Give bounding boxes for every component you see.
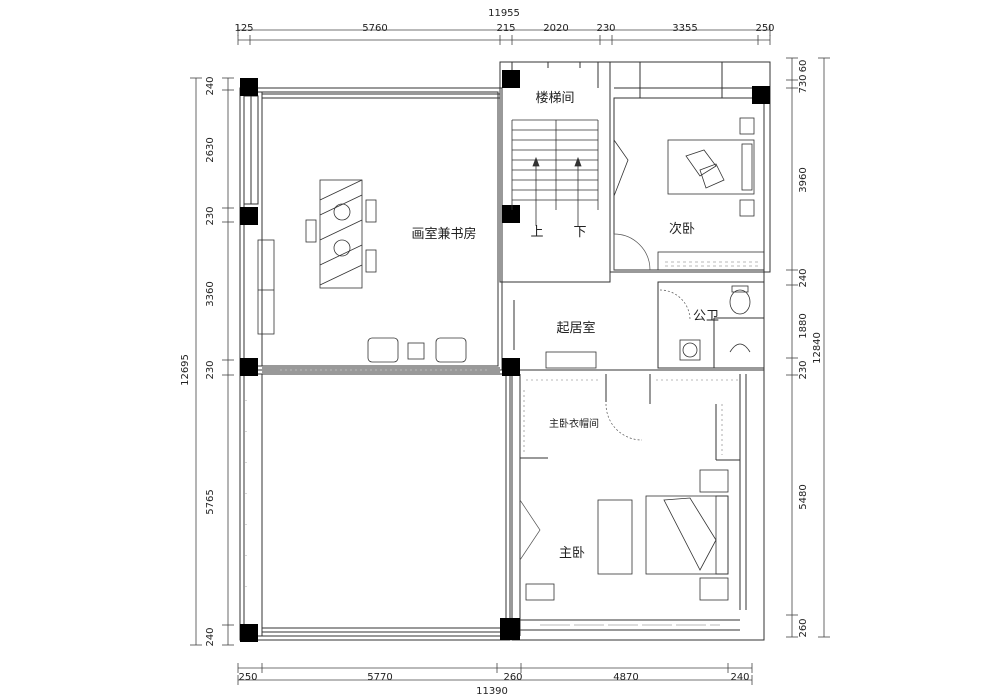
dim-bottom-2: 5770 [367,672,392,683]
dim-left-4: 3360 [205,281,216,306]
second-bedroom-bed [667,117,755,217]
dim-right-8: 260 [798,618,809,637]
master-bed [597,469,729,601]
column [752,86,770,104]
column [500,618,520,640]
dim-top-2: 5760 [362,23,387,34]
dimension-right [786,57,830,638]
column [240,358,258,376]
dim-bottom-4: 4870 [613,672,638,683]
dim-left-1: 240 [205,76,216,95]
dim-right-1: 730 [798,74,809,93]
second-bedroom-wardrobe [613,138,765,271]
studio-armchairs [367,337,467,363]
dim-top-7: 250 [755,23,774,34]
structural-columns [240,70,770,642]
label-down: 下 [573,225,586,240]
label-master-bedroom: 主卧 [559,546,585,561]
dim-right-2: 60 [798,60,809,73]
dim-bottom-total: 11390 [476,686,508,697]
dim-right-5: 1880 [798,313,809,338]
label-second-bedroom: 次卧 [669,221,695,237]
column [502,358,520,376]
label-public-bath: 公卫 [693,309,719,324]
dim-left-7: 240 [205,627,216,646]
dim-left-6: 5765 [205,489,216,514]
dim-top-1: 125 [234,23,253,34]
doors [519,233,691,561]
dim-right-3: 3960 [798,167,809,192]
studio-shelf [257,239,275,335]
dim-right-4: 240 [798,268,809,287]
dim-left-total: 12695 [180,354,191,386]
label-stairwell: 楼梯间 [535,91,574,106]
column [240,78,258,96]
master-closet-racks [525,351,597,601]
dim-top-total: 11955 [488,8,520,19]
column [240,207,258,225]
dim-top-4: 2020 [543,23,568,34]
dim-right-total: 12840 [812,332,823,364]
label-master-closet: 主卧衣帽间 [549,417,599,430]
dimension-top [237,24,771,45]
column [502,70,520,88]
dim-left-3: 230 [205,206,216,225]
column [502,205,520,223]
label-studio-study: 画室兼书房 [411,226,476,242]
dim-left-5: 230 [205,360,216,379]
dim-left-2: 2630 [205,137,216,162]
dim-top-5: 230 [596,23,615,34]
dim-right-6: 230 [798,360,809,379]
walls [239,61,771,641]
dim-right-7: 5480 [798,484,809,509]
bathroom-fixtures [679,285,751,361]
dimension-left [190,77,234,646]
dim-top-6: 3355 [672,23,697,34]
label-up: 上 [530,225,543,240]
window-strips [245,261,760,626]
dimension-bottom [237,663,753,685]
label-living-room: 起居室 [556,320,595,336]
studio-table [305,179,377,289]
stairs [511,119,599,226]
dim-bottom-5: 240 [730,672,749,683]
dim-bottom-1: 250 [238,672,257,683]
dim-top-3: 215 [496,23,515,34]
column [240,624,258,642]
dim-bottom-3: 260 [503,672,522,683]
